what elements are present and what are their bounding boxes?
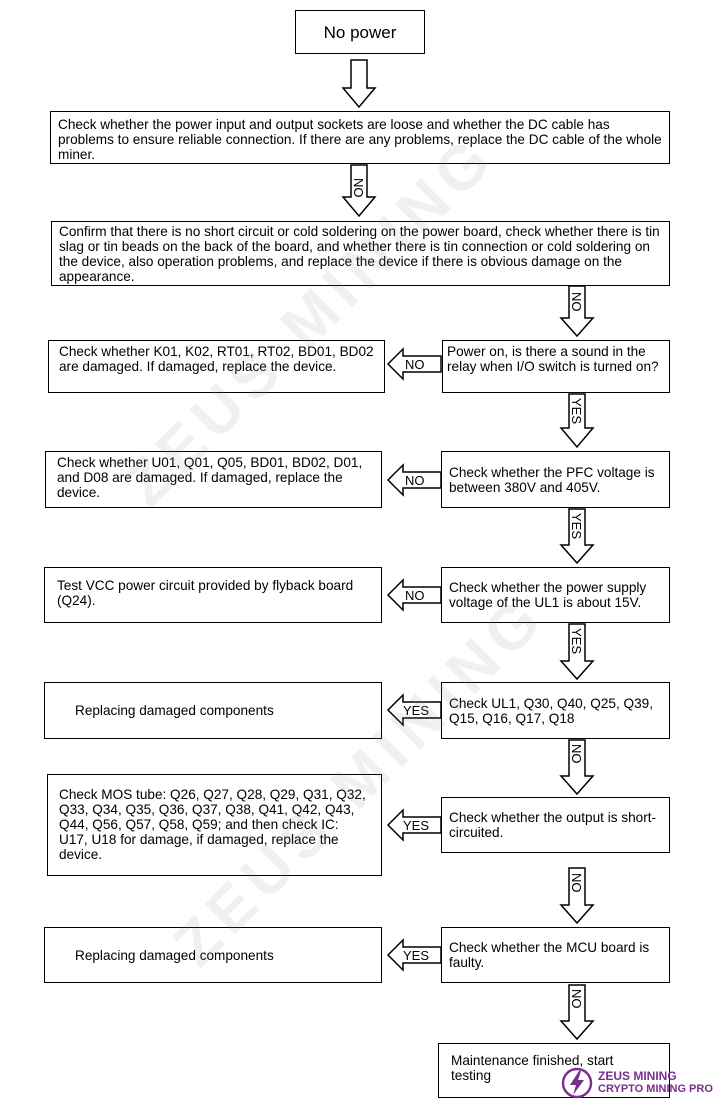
step-text: Check UL1, Q30, Q40, Q25, Q39, Q15, Q16,… (449, 695, 654, 726)
no-label: NO (405, 357, 425, 372)
no-label: NO (569, 873, 584, 893)
no-label: NO (405, 473, 425, 488)
step-text: Check whether K01, K02, RT01, RT02, BD01… (59, 344, 374, 374)
no-label: NO (569, 989, 584, 1009)
left-arrow (386, 938, 442, 972)
zeus-mining-logo: ZEUS MINING CRYPTO MINING PRO (560, 1066, 713, 1100)
decision-mcu-board: Check whether the MCU board is faulty. (441, 927, 670, 983)
down-arrow (341, 59, 377, 109)
left-arrow (386, 578, 442, 612)
decision-ul1-voltage: Check whether the power supply voltage o… (441, 567, 670, 623)
action-replace-components: Replacing damaged components (44, 927, 382, 983)
down-arrow (559, 508, 595, 565)
step-confirm-no-short-circuit: Confirm that there is no short circuit o… (51, 221, 670, 286)
yes-label: YES (403, 703, 429, 718)
start-node-no-power: No power (295, 10, 425, 54)
no-label: NO (351, 178, 366, 198)
down-arrow (559, 393, 595, 449)
step-text: Power on, is there a sound in the relay … (447, 344, 659, 374)
down-arrow (559, 623, 595, 681)
no-label: NO (569, 292, 584, 312)
step-check-ul1: Check UL1, Q30, Q40, Q25, Q39, Q15, Q16,… (441, 682, 670, 739)
action-check-k01: Check whether K01, K02, RT01, RT02, BD01… (48, 340, 385, 393)
down-arrow (559, 739, 595, 796)
down-arrow (559, 285, 595, 338)
down-arrow (559, 984, 595, 1041)
yes-label: YES (403, 818, 429, 833)
step-text: Check whether the output is short-circui… (449, 810, 657, 840)
left-arrow (386, 693, 442, 727)
logo-line2: CRYPTO MINING PRO (598, 1083, 713, 1095)
step-text: Test VCC power circuit provided by flyba… (57, 578, 354, 608)
step-text: Maintenance finished, start testing (451, 1053, 614, 1083)
step-text: Replacing damaged components (75, 947, 274, 963)
down-arrow (341, 164, 377, 218)
yes-label: YES (569, 513, 584, 539)
step-text: Check whether the MCU board is faulty. (449, 940, 650, 970)
logo-line1: ZEUS MINING (598, 1069, 677, 1083)
end-node-maintenance-finished: Maintenance finished, start testing (438, 1043, 670, 1098)
decision-output-short: Check whether the output is short-circui… (441, 797, 670, 853)
left-arrow (386, 347, 442, 381)
step-text: Replacing damaged components (75, 703, 274, 718)
start-node-label: No power (323, 22, 397, 42)
no-label: NO (405, 588, 425, 603)
no-label: NO (569, 744, 584, 764)
decision-relay-sound: Power on, is there a sound in the relay … (442, 340, 670, 393)
step-text: Check whether the PFC voltage is between… (449, 464, 655, 495)
step-text: Check whether the power supply voltage o… (449, 580, 647, 610)
action-check-u01: Check whether U01, Q01, Q05, BD01, BD02,… (45, 451, 382, 508)
step-text: Check whether the power input and output… (58, 117, 662, 162)
decision-pfc-voltage: Check whether the PFC voltage is between… (441, 451, 670, 508)
action-check-mos-tube: Check MOS tube: Q26, Q27, Q28, Q29, Q31,… (47, 774, 382, 876)
step-text: Check MOS tube: Q26, Q27, Q28, Q29, Q31,… (59, 787, 366, 862)
yes-label: YES (569, 628, 584, 654)
left-arrow (386, 463, 442, 497)
action-replace-components: Replacing damaged components (44, 682, 382, 739)
left-arrow (386, 808, 442, 842)
yes-label: YES (569, 398, 584, 424)
lightning-bolt-icon (561, 1067, 593, 1099)
step-check-sockets: Check whether the power input and output… (50, 111, 670, 164)
down-arrow (559, 867, 595, 925)
action-test-vcc: Test VCC power circuit provided by flyba… (44, 567, 382, 623)
yes-label: YES (403, 948, 429, 963)
step-text: Confirm that there is no short circuit o… (59, 224, 660, 284)
step-text: Check whether U01, Q01, Q05, BD01, BD02,… (57, 455, 363, 500)
